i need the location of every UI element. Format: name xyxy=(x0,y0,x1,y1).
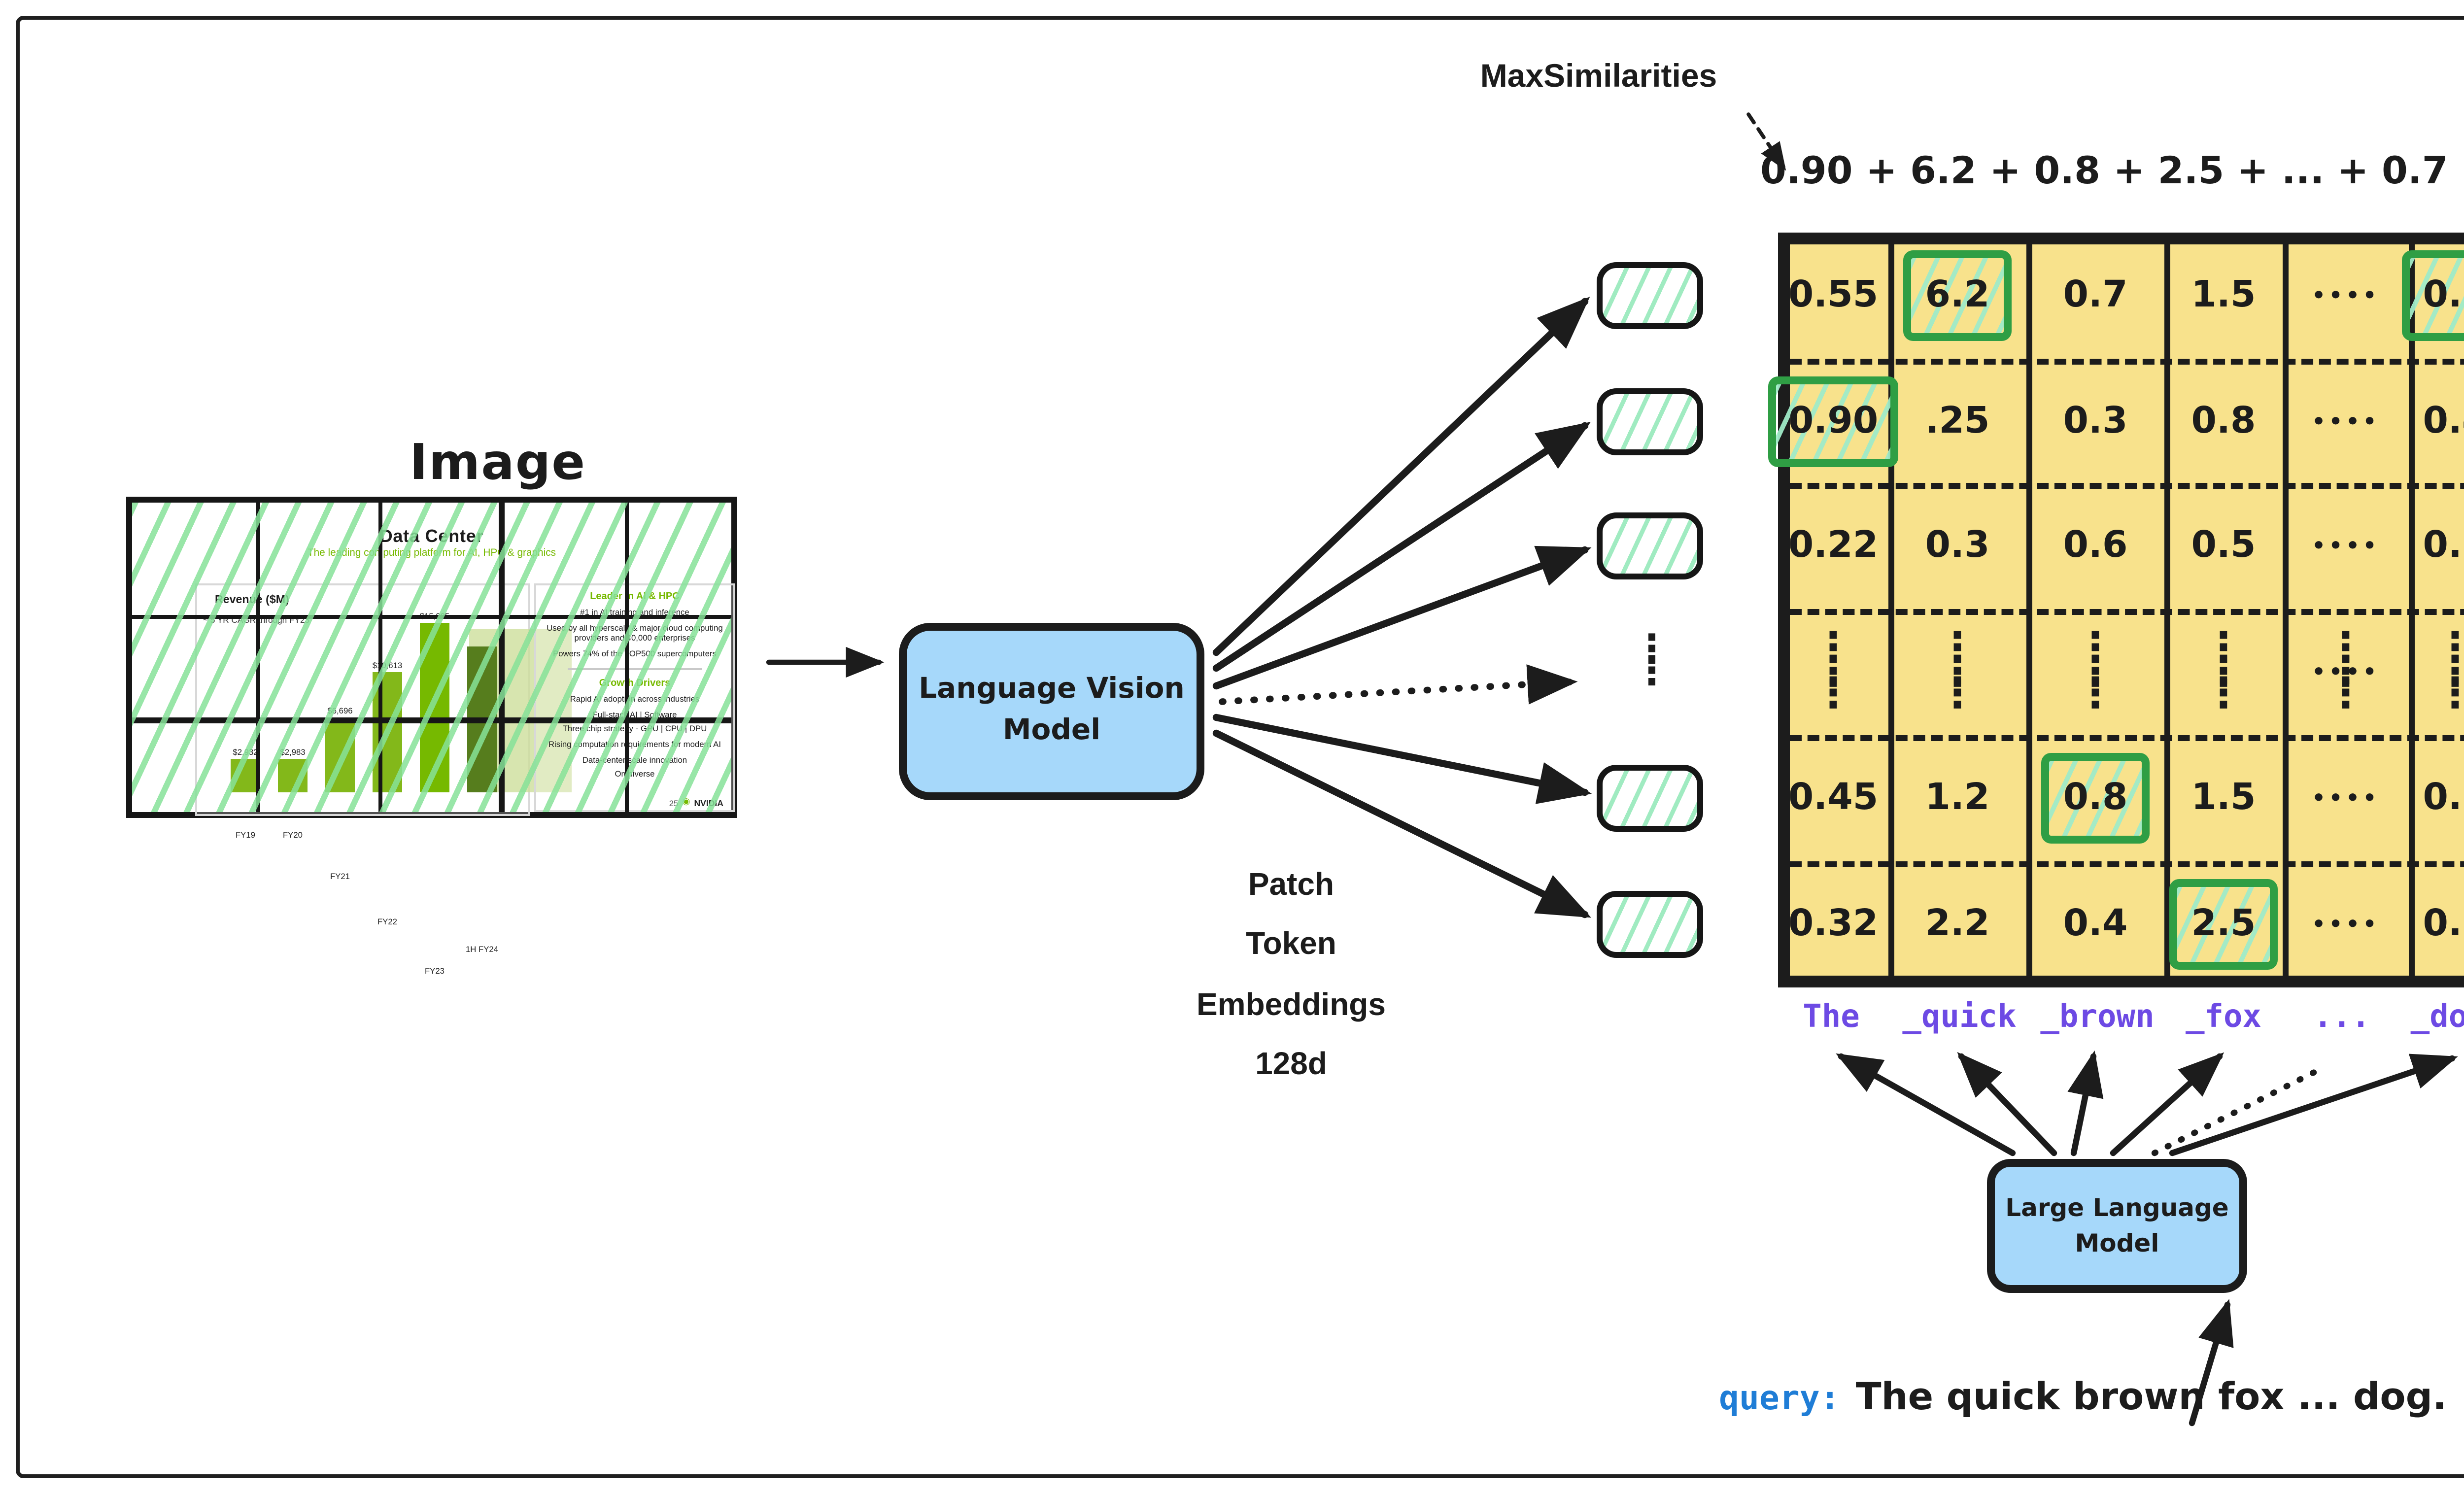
matrix-value: 0.2 xyxy=(2423,778,2464,819)
matrix-value: 0.8 xyxy=(2191,400,2256,441)
revenue-bar-category: 1H FY24 xyxy=(465,943,499,953)
matrix-ellipsis-cell: ⋮ ⋮ ⋮ xyxy=(1937,624,1978,717)
matrix-value: •••• xyxy=(2311,408,2380,434)
matrix-value: •••• xyxy=(2311,533,2380,559)
highlight-box xyxy=(2401,250,2464,341)
similarity-matrix: 0.55 6.2 0.7 1.5 •••• 0.7 0.90 .25 0.3 0.8 •••• 0.4… xyxy=(1768,233,2464,987)
matrix-value: 0.3 xyxy=(2063,400,2128,441)
word-token: _brown xyxy=(2040,997,2155,1035)
matrix-row-divider xyxy=(1790,483,2464,489)
matrix-value: •••• xyxy=(2311,785,2380,811)
revenue-bar-category: FY20 xyxy=(282,830,303,840)
matrix-value: 0.1 xyxy=(2423,904,2464,945)
matrix-row-divider xyxy=(1790,609,2464,615)
matrix-value: 1.5 xyxy=(2191,275,2256,316)
matrix-value: 0.4 xyxy=(2063,904,2128,945)
matrix-value: 0.2 xyxy=(2423,525,2464,567)
patch-label-line: Patch xyxy=(1248,869,1335,903)
canvas-border xyxy=(16,16,2464,1478)
matrix-value: 0.22 xyxy=(1788,525,1879,567)
matrix-value: .25 xyxy=(1925,400,1990,441)
word-token: The xyxy=(1803,997,1860,1035)
language-vision-model-label: Language Vision xyxy=(919,674,1185,706)
query-text: The quick brown fox ... dog. xyxy=(1855,1376,2447,1419)
matrix-value: 0.5 xyxy=(2191,525,2256,567)
patch-label-line: Embeddings xyxy=(1196,989,1386,1023)
matrix-value: 2.2 xyxy=(1925,904,1990,945)
matrix-row-divider xyxy=(1790,861,2464,867)
matrix-value: 0.55 xyxy=(1788,275,1879,316)
matrix-ellipsis-cell: ⋮ ⋮ ⋮ xyxy=(2325,624,2366,717)
matrix-row-divider xyxy=(1790,735,2464,741)
highlight-box xyxy=(2169,879,2278,970)
matrix-ellipsis-cell: ⋮ ⋮ ⋮ xyxy=(2075,624,2116,717)
matrix-value: 0.32 xyxy=(1788,904,1879,945)
patch-token-square xyxy=(1597,891,1703,958)
patch-token-square xyxy=(1597,262,1703,329)
language-vision-model-label: Model xyxy=(1002,715,1101,747)
highlight-box xyxy=(2041,753,2150,844)
formula-terms: 0.90 + 6.2 + 0.8 + 2.5 + ... + 0.7 xyxy=(1760,150,2448,193)
matrix-cross-dots: •••• xyxy=(2311,659,2380,685)
patch-label-line: 128d xyxy=(1255,1049,1327,1083)
matrix-value: •••• xyxy=(2311,283,2380,308)
large-language-model-label: Model xyxy=(2075,1228,2159,1257)
highlight-box xyxy=(1768,375,1898,466)
patch-squares-ellipsis: ⋮ ⋮ xyxy=(1632,625,1672,694)
patch-label-line: Token xyxy=(1246,929,1336,963)
matrix-ellipsis-cell: ⋮ ⋮ ⋮ xyxy=(2434,627,2464,714)
max-similarities-label: MaxSimilarities xyxy=(1480,59,1717,95)
matrix-row-divider xyxy=(1790,359,2464,365)
maxsim-sum-formula: 0.90 + 6.2 + 0.8 + 2.5 + ... + 0.7= 11.1 xyxy=(1760,150,2464,193)
revenue-bar-category: FY22 xyxy=(377,916,397,926)
matrix-value: 6.2 xyxy=(1925,275,1990,316)
matrix-value: 1.2 xyxy=(1925,778,1990,819)
large-language-model-label: Large Language xyxy=(2005,1192,2229,1222)
matrix-value: •••• xyxy=(2311,912,2380,937)
matrix-value: 0.90 xyxy=(1788,400,1879,441)
word-token: _dog. xyxy=(2410,997,2464,1035)
word-token: ... xyxy=(2313,997,2370,1035)
matrix-ellipsis-cell: ⋮ ⋮ ⋮ xyxy=(1813,624,1854,717)
document-green-hatch xyxy=(132,503,731,812)
highlight-box xyxy=(1903,250,2012,341)
query-line: query: The quick brown fox ... dog. xyxy=(1719,1376,2447,1419)
patch-token-square xyxy=(1597,388,1703,455)
matrix-value: 0.3 xyxy=(1925,525,1990,567)
matrix-value: 2.5 xyxy=(2191,904,2256,945)
query-prefix: query: xyxy=(1719,1380,1840,1419)
matrix-value: 0.7 xyxy=(2423,275,2464,316)
matrix-ellipsis-cell: ⋮ ⋮ ⋮ xyxy=(2203,624,2244,717)
revenue-bar-category: FY21 xyxy=(330,872,350,882)
word-token: _quick xyxy=(1902,997,2017,1035)
matrix-value: 0.45 xyxy=(1788,778,1879,819)
matrix-value: 0.4 xyxy=(2423,400,2464,441)
patch-token-square xyxy=(1597,512,1703,579)
image-patches-document: Data Center The leading computing platfo… xyxy=(126,497,737,976)
revenue-bar-category: FY23 xyxy=(424,966,445,976)
matrix-value: 0.6 xyxy=(2063,525,2128,567)
matrix-value: 0.8 xyxy=(2063,778,2128,819)
matrix-value: 1.5 xyxy=(2191,778,2256,819)
revenue-bar-category: FY19 xyxy=(235,829,255,840)
patch-token-square xyxy=(1597,765,1703,832)
word-token: _fox xyxy=(2185,997,2262,1035)
matrix-value: 0.7 xyxy=(2063,275,2128,316)
